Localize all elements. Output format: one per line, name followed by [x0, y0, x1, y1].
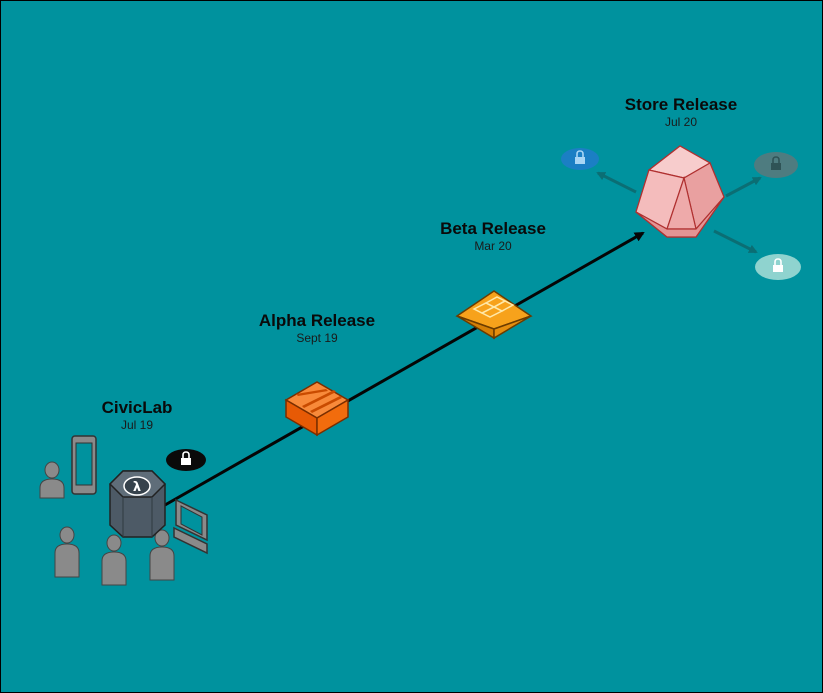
- user-icon: [101, 534, 127, 586]
- store-title: Store Release: [625, 95, 737, 114]
- lambda-hexagon-icon: λ: [108, 470, 167, 538]
- branch-arrow-left: [596, 171, 637, 194]
- alpha-title: Alpha Release: [259, 311, 375, 330]
- phone-icon: [71, 435, 97, 495]
- user-icon: [39, 461, 65, 499]
- pink-gem-icon: [635, 145, 725, 238]
- timeline-connector: [164, 231, 645, 507]
- orange-box-icon: [284, 381, 350, 437]
- lock-badge-icon: [166, 449, 206, 471]
- branch-arrow-down: [713, 229, 758, 254]
- yellow-grid-box-icon: [455, 290, 533, 340]
- beta-title: Beta Release: [440, 219, 546, 238]
- civiclab-title: CivicLab: [102, 398, 173, 417]
- lock-badge-icon: [754, 152, 798, 178]
- users-group: [39, 461, 175, 586]
- branch-arrow-right: [725, 176, 762, 198]
- beta-date: Mar 20: [474, 239, 512, 253]
- civiclab-date: Jul 19: [121, 418, 153, 432]
- svg-text:λ: λ: [133, 480, 141, 495]
- store-date: Jul 20: [665, 115, 697, 129]
- user-icon: [149, 529, 175, 581]
- lock-badge-icon: [755, 254, 801, 280]
- alpha-date: Sept 19: [296, 331, 338, 345]
- user-icon: [54, 526, 80, 578]
- laptop-icon: [173, 498, 208, 555]
- lock-badge-icon: [561, 148, 599, 170]
